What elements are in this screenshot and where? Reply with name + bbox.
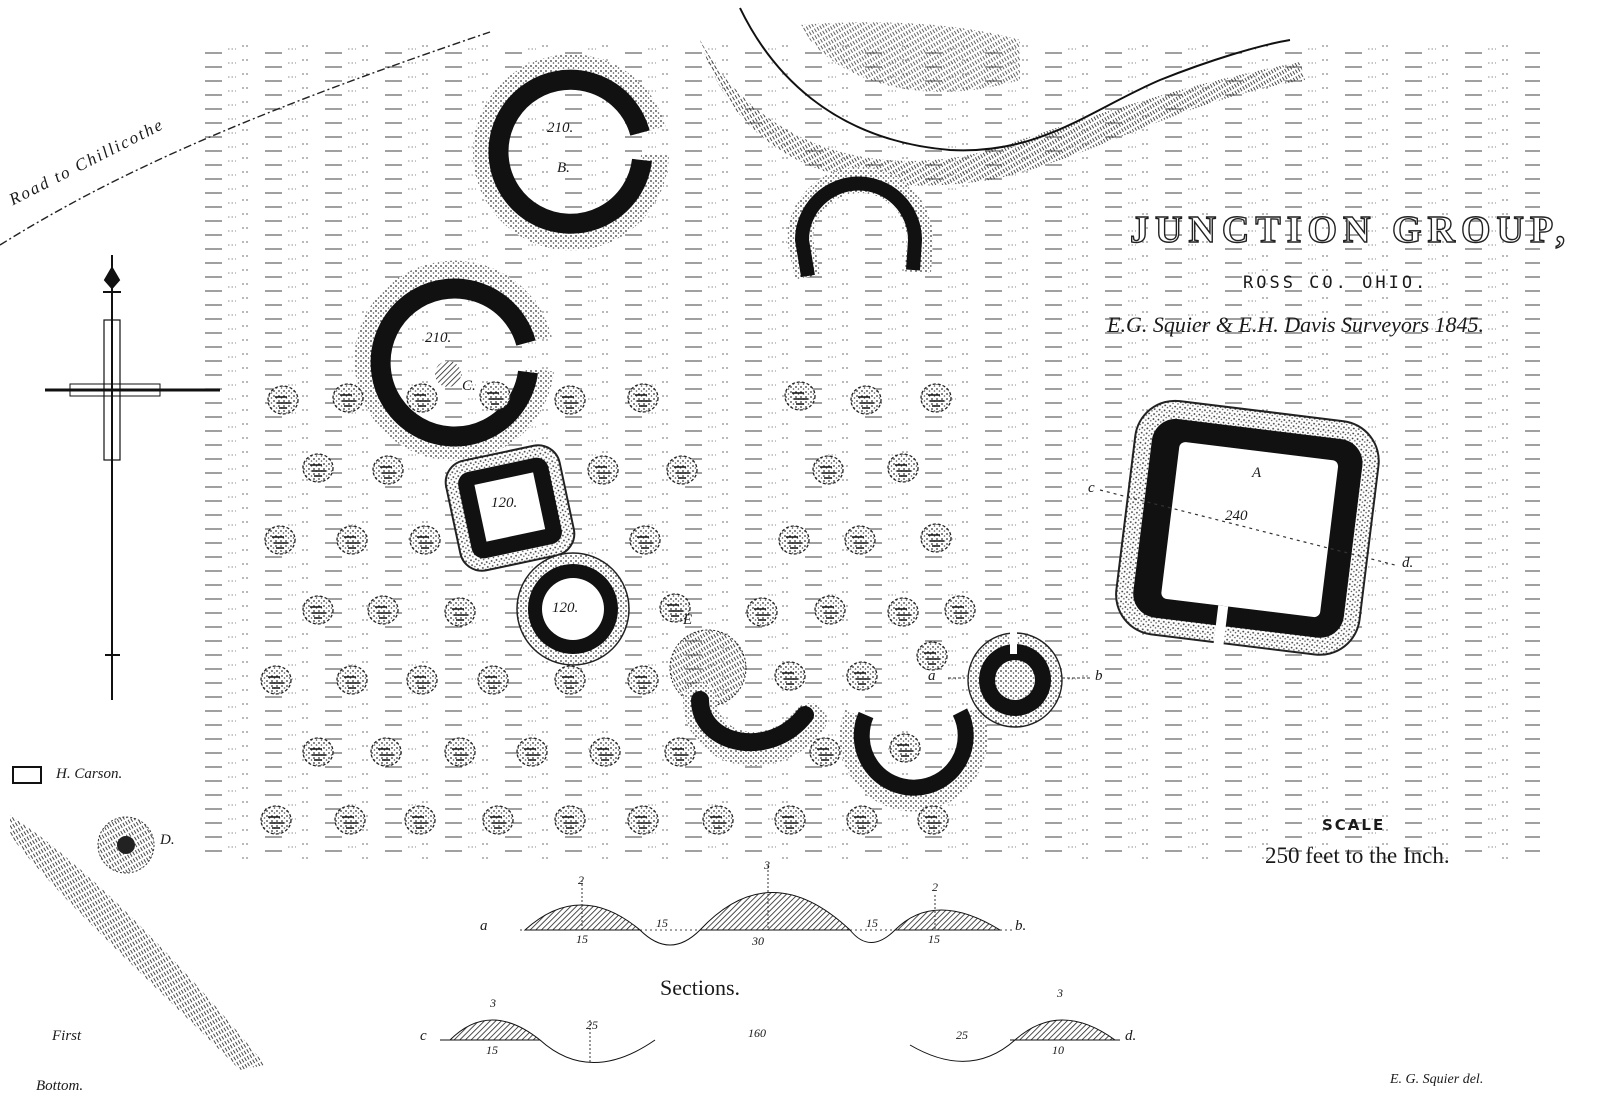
section-cd-ditch-1: 25 — [586, 1018, 598, 1032]
bottom-label: Bottom. — [36, 1078, 84, 1094]
mound-D-label: D. — [160, 832, 175, 848]
section-ab-width-2: 30 — [752, 934, 764, 948]
horseshoe-lower — [839, 706, 988, 812]
small-ring-ab — [967, 632, 1063, 728]
section-cd-span: 160 — [748, 1026, 766, 1040]
map-location: ROSS CO. OHIO. — [1243, 273, 1429, 293]
bluff-edge — [739, 7, 1291, 152]
sections-title: Sections. — [660, 975, 741, 1000]
enclosure-B-letter: B. — [557, 160, 570, 176]
small-circle-enclosure — [516, 552, 630, 666]
bluff-upper — [800, 22, 1020, 92]
enclosure-C-letter: C. — [462, 378, 476, 394]
section-cd-height-2: 3 — [1057, 986, 1063, 1000]
section-ab-height-3: 2 — [932, 880, 938, 894]
enclosure-B-diameter: 210. — [547, 120, 574, 136]
mound-E — [669, 629, 747, 707]
small-square-diameter: 120. — [491, 495, 518, 511]
point-a-label: a — [928, 668, 936, 684]
north-arrow-icon — [45, 255, 220, 700]
section-cd-ditch-2: 25 — [956, 1028, 968, 1042]
bluff-terrace — [700, 40, 1305, 186]
enclosure-A — [1115, 399, 1380, 656]
section-cd-profile — [440, 1019, 1120, 1063]
artist-signature: E. G. Squier del. — [1390, 1072, 1484, 1087]
enclosure-B — [473, 54, 669, 251]
small-square-enclosure — [444, 444, 576, 572]
enclosure-A-diameter: 240 — [1225, 508, 1248, 524]
enclosure-A-letter: A — [1252, 465, 1262, 481]
scale-heading: SCALE — [1322, 816, 1386, 834]
section-cd-start: c — [420, 1028, 427, 1044]
point-c-label: c — [1088, 480, 1095, 496]
section-ab-end: b. — [1015, 918, 1027, 934]
section-cd-width-2: 10 — [1052, 1043, 1064, 1057]
road-line — [0, 31, 491, 246]
house-legend-label: H. Carson. — [56, 766, 123, 782]
section-ab-ditch-2: 15 — [866, 916, 878, 930]
section-ab-height-2: 3 — [764, 858, 770, 872]
point-b-label: b — [1095, 668, 1103, 684]
first-bottom-bank — [10, 815, 265, 1070]
section-ab-profile — [520, 866, 1015, 946]
section-ab-width-1: 15 — [576, 932, 588, 946]
section-cd-width-1: 15 — [486, 1043, 498, 1057]
section-cd-height-1: 3 — [490, 996, 496, 1010]
scale-text: 250 feet to the Inch. — [1265, 843, 1450, 868]
first-label: First — [52, 1028, 82, 1044]
mound-E-label: E — [683, 612, 693, 628]
small-circle-diameter: 120. — [552, 600, 579, 616]
point-d-label: d. — [1402, 555, 1414, 571]
section-cd-end: d. — [1125, 1028, 1137, 1044]
map-credit: E.G. Squier & E.H. Davis Surveyors 1845. — [1107, 312, 1485, 337]
enclosure-C-diameter: 210. — [425, 330, 452, 346]
section-ab-start: a — [480, 918, 488, 934]
section-ab-ditch-1: 15 — [656, 916, 668, 930]
enclosure-C — [354, 260, 554, 461]
section-line-cd — [1099, 489, 1396, 566]
horseshoe-enclosure — [786, 167, 934, 280]
section-ab-height-1: 2 — [578, 873, 584, 887]
house-legend-icon — [12, 766, 42, 784]
section-ab-width-3: 15 — [928, 932, 940, 946]
map-title: JUNCTION GROUP, — [1129, 208, 1572, 251]
